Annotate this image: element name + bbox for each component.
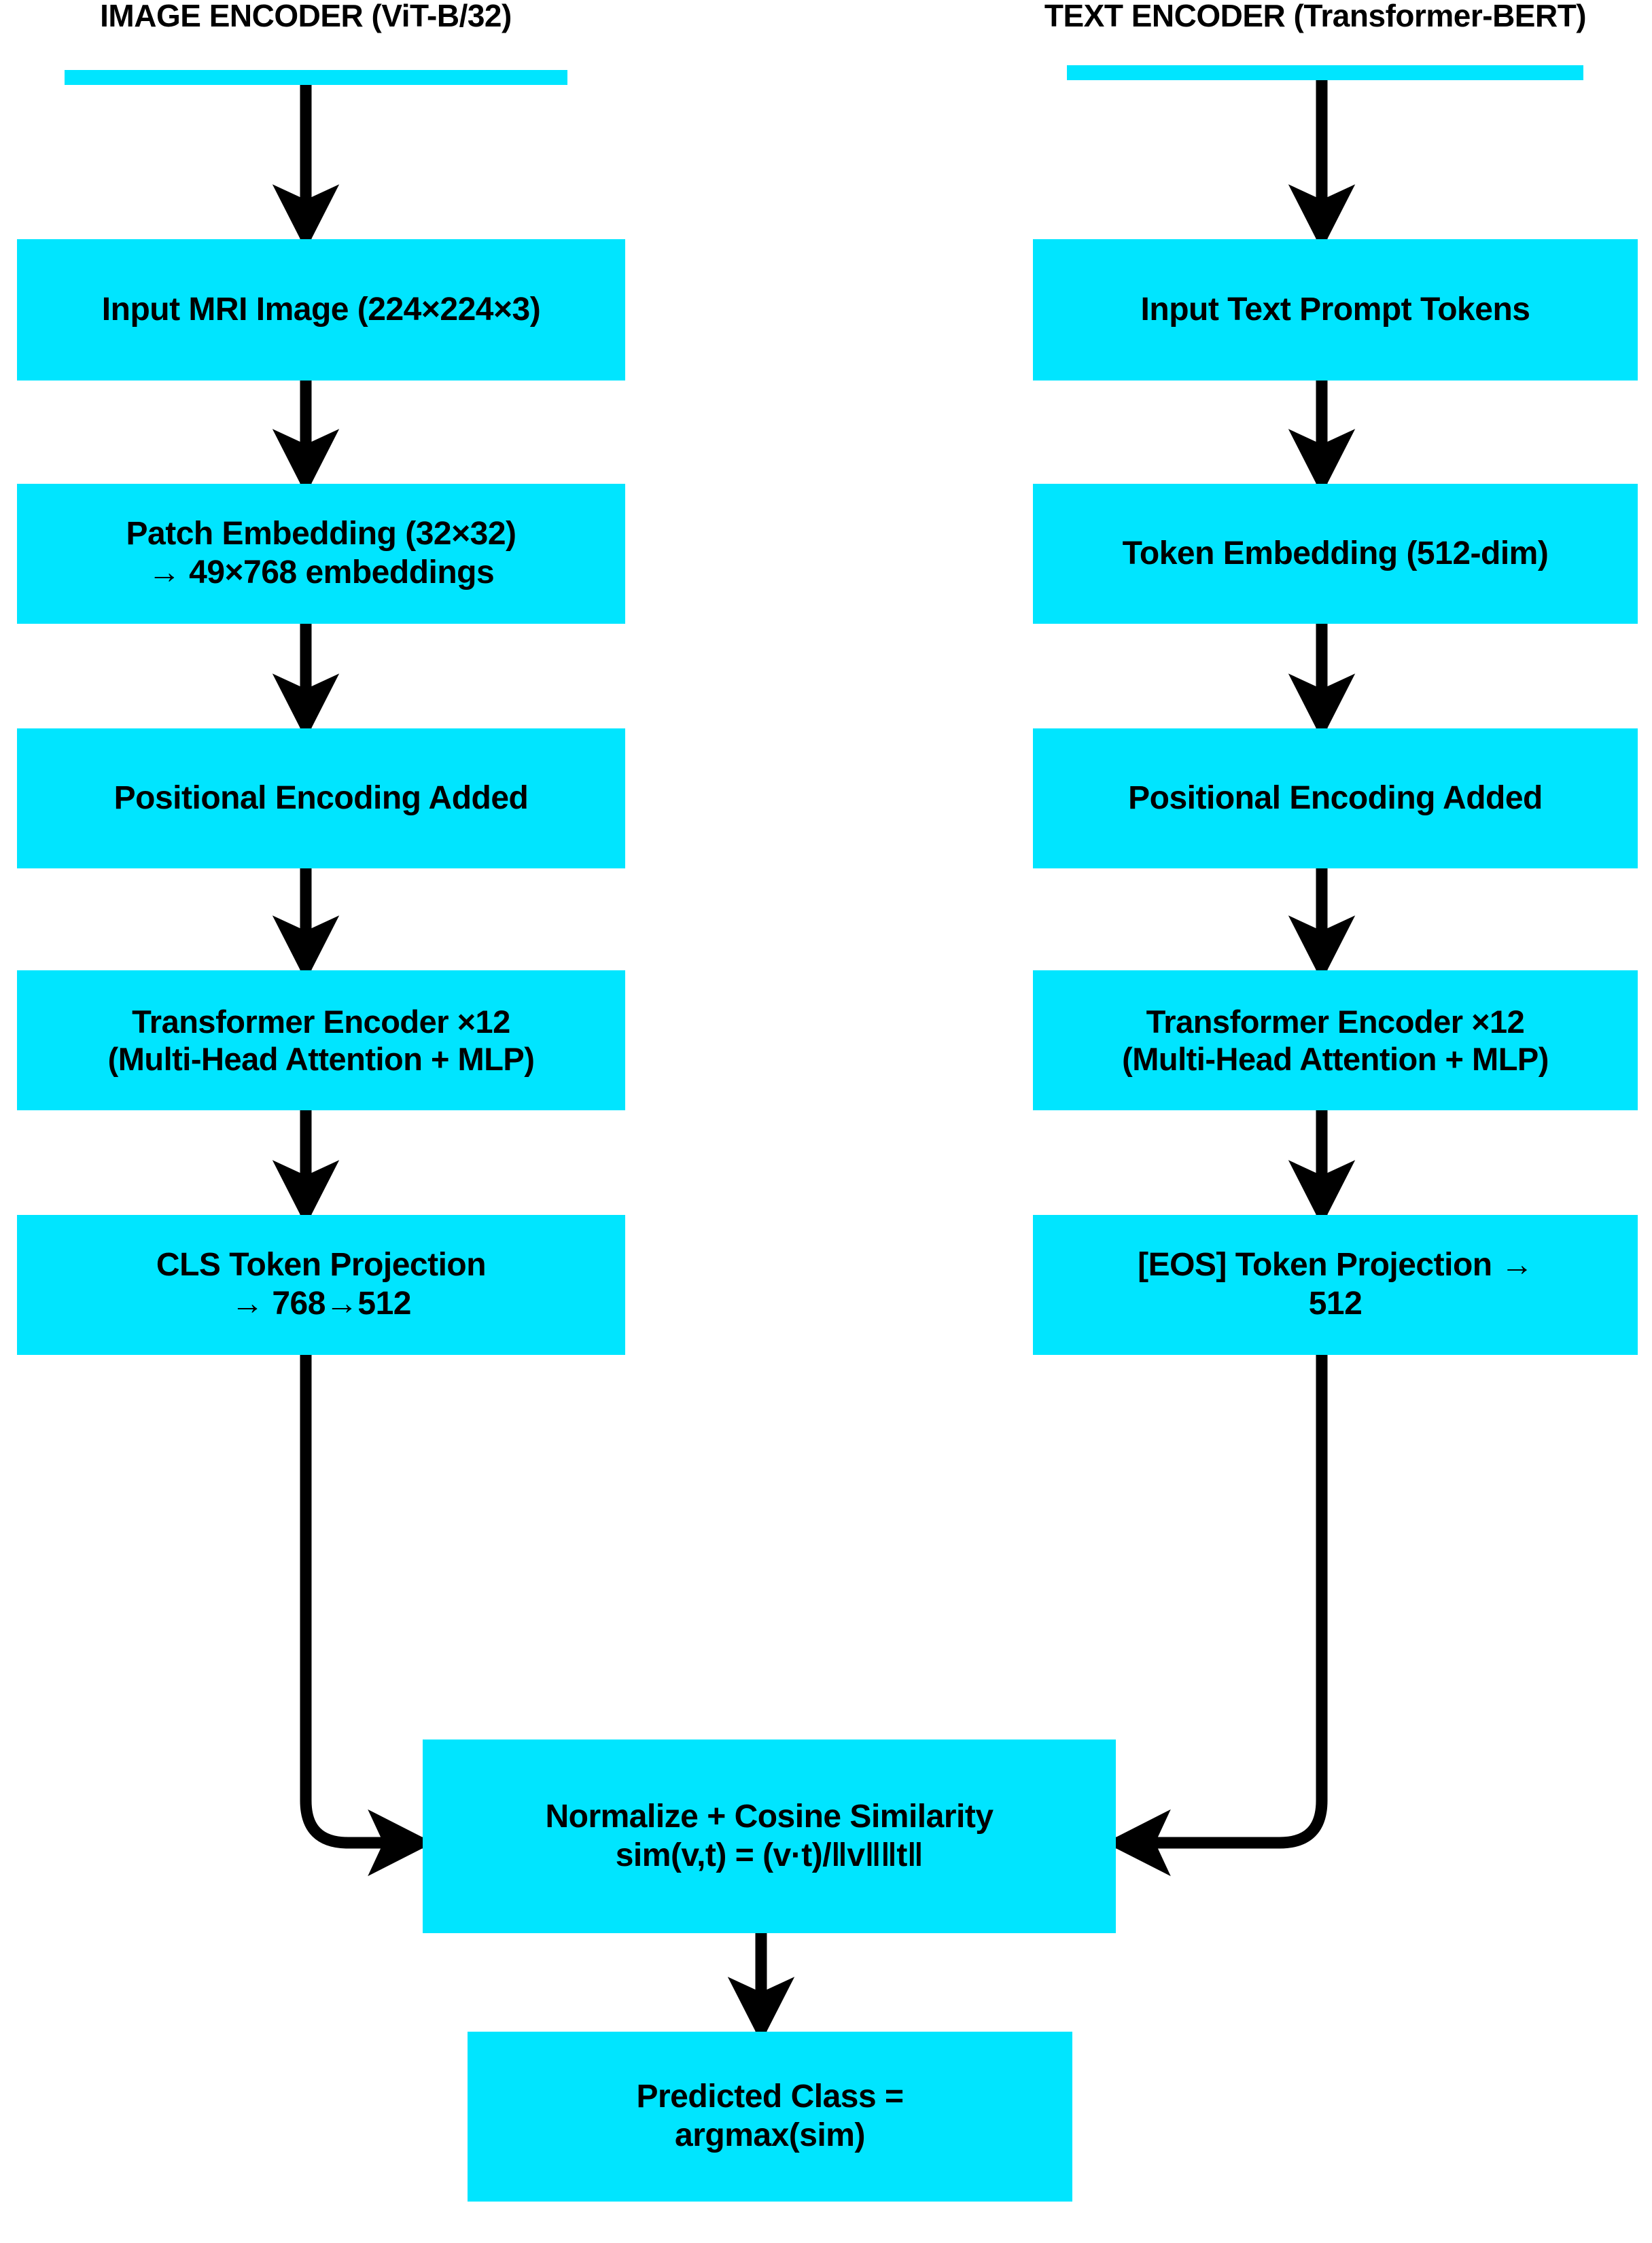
node-eos-token-projection[interactable]: [EOS] Token Projection → 512 xyxy=(1033,1215,1638,1355)
arrow-imgproj-to-similarity xyxy=(300,1355,434,1877)
node-cosine-similarity-line1: Normalize + Cosine Similarity xyxy=(545,1798,994,1835)
node-text-transformer-encoder[interactable]: Transformer Encoder ×12 (Multi-Head Atte… xyxy=(1033,970,1638,1110)
node-cls-token-projection-line2: → 768→512 xyxy=(230,1286,412,1322)
text-encoder-header-rule xyxy=(1067,65,1583,80)
node-patch-embedding-line2: → 49×768 embeddings xyxy=(147,554,495,590)
node-text-positional-encoding-line1: Positional Encoding Added xyxy=(1128,779,1543,816)
node-text-positional-encoding[interactable]: Positional Encoding Added xyxy=(1033,728,1638,868)
node-token-embedding-line1: Token Embedding (512-dim) xyxy=(1122,535,1549,571)
node-eos-token-projection-line2: 512 xyxy=(1308,1286,1363,1322)
node-cls-token-projection[interactable]: CLS Token Projection → 768→512 xyxy=(17,1215,625,1355)
node-text-input-line1: Input Text Prompt Tokens xyxy=(1140,291,1530,328)
node-eos-token-projection-line1: [EOS] Token Projection → xyxy=(1138,1247,1533,1284)
text-encoder-header: TEXT ENCODER (Transformer-BERT) xyxy=(1044,0,1587,33)
arrow-txtproj-to-similarity xyxy=(1105,1355,1328,1877)
node-image-transformer-encoder-line1: Transformer Encoder ×12 xyxy=(132,1003,510,1040)
node-predicted-class-line2: argmax(sim) xyxy=(675,2117,865,2153)
node-image-input-line1: Input MRI Image (224×224×3) xyxy=(101,291,541,328)
node-image-transformer-encoder[interactable]: Transformer Encoder ×12 (Multi-Head Atte… xyxy=(17,970,625,1110)
image-encoder-header-rule xyxy=(65,70,567,85)
node-text-transformer-encoder-line1: Transformer Encoder ×12 xyxy=(1146,1003,1525,1040)
node-image-positional-encoding[interactable]: Positional Encoding Added xyxy=(17,728,625,868)
node-image-positional-encoding-line1: Positional Encoding Added xyxy=(113,779,529,816)
image-encoder-header: IMAGE ENCODER (ViT-B/32) xyxy=(100,0,512,33)
node-text-transformer-encoder-line2: (Multi-Head Attention + MLP) xyxy=(1122,1041,1549,1077)
node-text-input[interactable]: Input Text Prompt Tokens xyxy=(1033,239,1638,381)
node-token-embedding[interactable]: Token Embedding (512-dim) xyxy=(1033,484,1638,624)
node-image-input[interactable]: Input MRI Image (224×224×3) xyxy=(17,239,625,381)
node-predicted-class[interactable]: Predicted Class = argmax(sim) xyxy=(468,2032,1072,2202)
node-image-transformer-encoder-line2: (Multi-Head Attention + MLP) xyxy=(107,1041,535,1077)
node-cls-token-projection-line1: CLS Token Projection xyxy=(156,1247,487,1284)
node-predicted-class-line1: Predicted Class = xyxy=(636,2079,904,2115)
node-patch-embedding[interactable]: Patch Embedding (32×32) → 49×768 embeddi… xyxy=(17,484,625,624)
node-cosine-similarity[interactable]: Normalize + Cosine Similarity sim(v,t) =… xyxy=(423,1739,1116,1933)
node-patch-embedding-line1: Patch Embedding (32×32) xyxy=(126,516,517,552)
node-cosine-similarity-line2: sim(v,t) = (v·t)/‖v‖‖t‖ xyxy=(615,1837,924,1873)
